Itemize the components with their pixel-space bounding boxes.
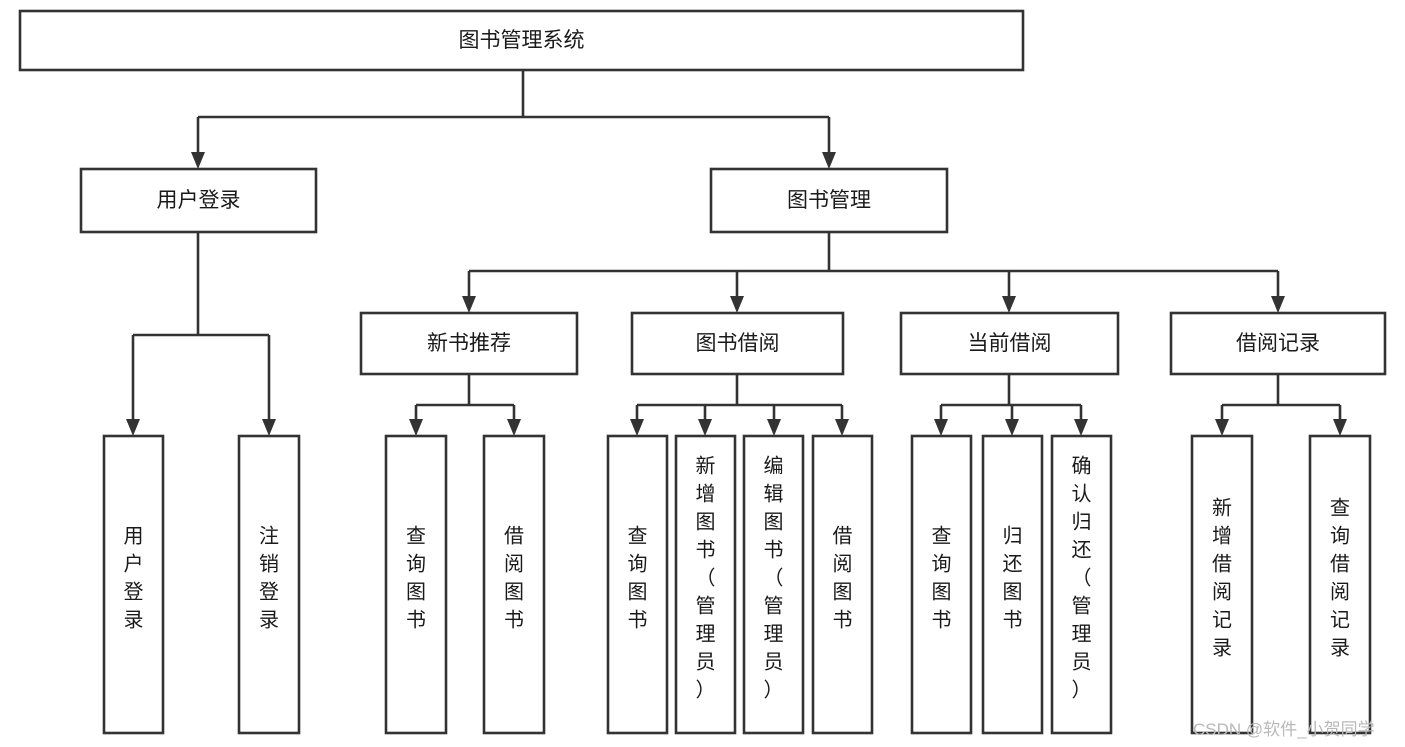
node-box[interactable] — [1050, 434, 1113, 735]
node-leaf-return-book[interactable]: 归还图书 — [981, 434, 1044, 735]
arrow-head-icon — [822, 152, 836, 169]
arrow-head-icon — [1002, 296, 1016, 313]
node-box[interactable] — [811, 434, 874, 735]
node-box[interactable] — [674, 434, 737, 735]
node-leaf-edit-book[interactable]: 编辑图书（管理员） — [742, 434, 805, 735]
arrow-head-icon — [1074, 419, 1088, 436]
node-box[interactable] — [981, 434, 1044, 735]
node-leaf-add-record[interactable]: 新增借阅记录 — [1190, 434, 1254, 735]
node-label: 图书管理 — [787, 189, 871, 212]
node-leaf-user-login[interactable]: 用户登录 — [102, 434, 165, 735]
node-leaf-add-book[interactable]: 新增图书（管理员） — [674, 434, 737, 735]
node-leaf-logout-login[interactable]: 注销登录 — [237, 434, 301, 735]
node-label: 查询图书 — [932, 525, 952, 632]
arrow-head-icon — [767, 419, 781, 436]
node-user-login[interactable]: 用户登录 — [79, 167, 318, 234]
node-leaf-query-book-3[interactable]: 查询图书 — [910, 434, 973, 735]
csdn-watermark: CSDN @软件_小贺同学 — [1193, 720, 1375, 739]
node-book-manage[interactable]: 图书管理 — [709, 167, 949, 234]
arrow-head-icon — [1271, 296, 1285, 313]
arrow-head-icon — [191, 152, 205, 169]
node-box[interactable] — [709, 167, 949, 234]
edge-group-borrow-to-leaves — [630, 374, 849, 436]
node-label: 确认归还（管理员） — [1072, 455, 1092, 702]
edge-group-root-to-level1 — [191, 70, 836, 169]
node-box[interactable] — [630, 311, 845, 376]
node-leaf-borrow-book-2[interactable]: 借阅图书 — [811, 434, 874, 735]
arrow-head-icon — [698, 419, 712, 436]
node-label: 用户登录 — [157, 189, 241, 212]
node-box[interactable] — [910, 434, 973, 735]
node-label: 当前借阅 — [968, 332, 1052, 355]
node-root[interactable]: 图书管理系统 — [18, 9, 1025, 72]
node-label: 编辑图书（管理员） — [764, 455, 784, 702]
arrow-head-icon — [730, 296, 744, 313]
node-label: 借阅图书 — [504, 525, 524, 632]
node-borrow-record[interactable]: 借阅记录 — [1169, 311, 1387, 376]
node-leaf-query-book-1[interactable]: 查询图书 — [384, 434, 448, 735]
node-leaf-query-book-2[interactable]: 查询图书 — [606, 434, 669, 735]
node-label: 借阅记录 — [1236, 332, 1320, 355]
edges-layer — [126, 70, 1347, 436]
node-box[interactable] — [102, 434, 165, 735]
arrow-head-icon — [1215, 419, 1229, 436]
node-label: 新书推荐 — [427, 332, 511, 355]
arrow-head-icon — [1005, 419, 1019, 436]
node-label: 借阅图书 — [833, 525, 853, 632]
node-box[interactable] — [359, 311, 579, 376]
node-leaf-confirm-return[interactable]: 确认归还（管理员） — [1050, 434, 1113, 735]
nodes-layer: 图书管理系统用户登录图书管理新书推荐图书借阅当前借阅借阅记录用户登录注销登录查询… — [18, 9, 1387, 735]
arrow-head-icon — [507, 419, 521, 436]
node-label: 归还图书 — [1003, 525, 1023, 632]
edge-group-recommend-to-leaves — [409, 374, 521, 436]
arrow-head-icon — [126, 419, 140, 436]
node-box[interactable] — [384, 434, 448, 735]
edge-group-current-to-leaves — [934, 374, 1088, 436]
edge-group-record-to-leaves — [1215, 374, 1347, 436]
node-label: 图书管理系统 — [459, 29, 585, 52]
node-label: 图书借阅 — [696, 332, 780, 355]
node-box[interactable] — [899, 311, 1120, 376]
node-leaf-borrow-book-1[interactable]: 借阅图书 — [482, 434, 546, 735]
node-label: 用户登录 — [124, 526, 144, 632]
node-box[interactable] — [1169, 311, 1387, 376]
node-box[interactable] — [606, 434, 669, 735]
node-box[interactable] — [482, 434, 546, 735]
arrow-head-icon — [1333, 419, 1347, 436]
arrow-head-icon — [462, 296, 476, 313]
node-label: 查询图书 — [628, 525, 648, 632]
node-leaf-query-record[interactable]: 查询借阅记录 — [1308, 434, 1372, 735]
node-box[interactable] — [1308, 434, 1372, 735]
arrow-head-icon — [835, 419, 849, 436]
node-label: 查询图书 — [406, 525, 426, 632]
node-box[interactable] — [742, 434, 805, 735]
edge-group-userlogin-to-leaves — [126, 232, 276, 436]
node-label: 新增借阅记录 — [1212, 497, 1232, 660]
node-book-borrow[interactable]: 图书借阅 — [630, 311, 845, 376]
arrow-head-icon — [409, 419, 423, 436]
node-label: 注销登录 — [259, 525, 279, 632]
node-box[interactable] — [237, 434, 301, 735]
arrow-head-icon — [630, 419, 644, 436]
node-label: 查询借阅记录 — [1330, 497, 1350, 660]
node-box[interactable] — [18, 9, 1025, 72]
node-current-borrow[interactable]: 当前借阅 — [899, 311, 1120, 376]
edge-group-bookmanage-to-level2 — [462, 232, 1285, 313]
arrow-head-icon — [934, 419, 948, 436]
node-box[interactable] — [79, 167, 318, 234]
node-label: 新增图书（管理员） — [696, 455, 716, 702]
arrow-head-icon — [262, 419, 276, 436]
node-new-book-recommend[interactable]: 新书推荐 — [359, 311, 579, 376]
node-box[interactable] — [1190, 434, 1254, 735]
